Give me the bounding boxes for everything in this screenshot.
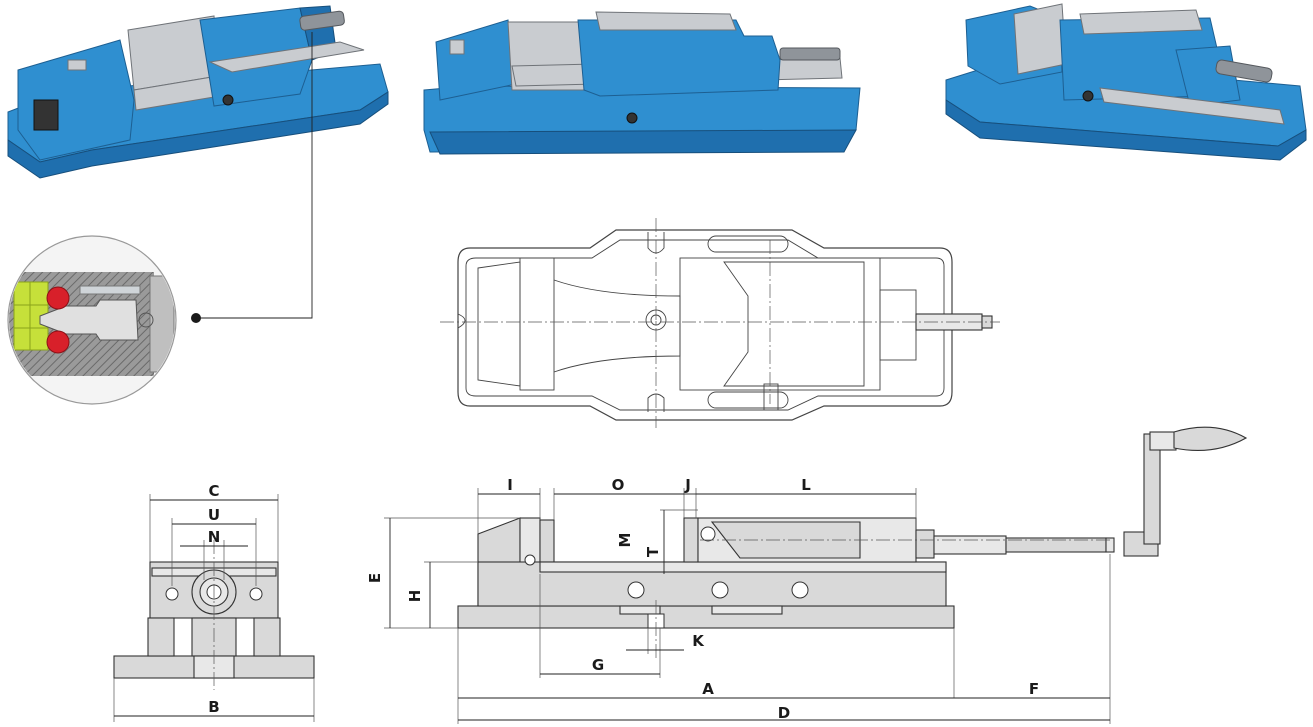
dim-label-l: L — [801, 476, 811, 494]
leader-dot — [191, 313, 201, 323]
dim-label-a: A — [702, 680, 714, 698]
vise-photo-front-left — [7, 5, 389, 179]
leader-line — [200, 32, 313, 319]
side-view-drawing — [384, 426, 1248, 724]
dim-label-n: N — [208, 528, 221, 546]
dim-label-h: H — [406, 590, 424, 603]
dim-label-j: J — [684, 476, 691, 494]
vise-photo-side — [423, 11, 861, 155]
dim-label-i: I — [507, 476, 513, 494]
dim-label-u: U — [208, 506, 220, 524]
dim-label-k: K — [692, 632, 705, 650]
dim-label-f: F — [1029, 680, 1039, 698]
dim-label-m: M — [616, 533, 634, 548]
top-view-drawing — [440, 218, 1000, 428]
dim-label-c: C — [208, 482, 219, 500]
dim-label-d: D — [778, 704, 790, 722]
brand-plate-icon — [449, 39, 465, 55]
end-view-drawing — [113, 494, 315, 722]
vise-photo-rear-right — [945, 3, 1307, 161]
dim-label-g: G — [592, 656, 604, 674]
dim-label-t: T — [644, 546, 662, 557]
dim-label-b: B — [208, 698, 219, 716]
dim-label-o: O — [612, 476, 625, 494]
brand-plate-icon — [67, 59, 87, 71]
dim-label-e: E — [366, 573, 384, 583]
